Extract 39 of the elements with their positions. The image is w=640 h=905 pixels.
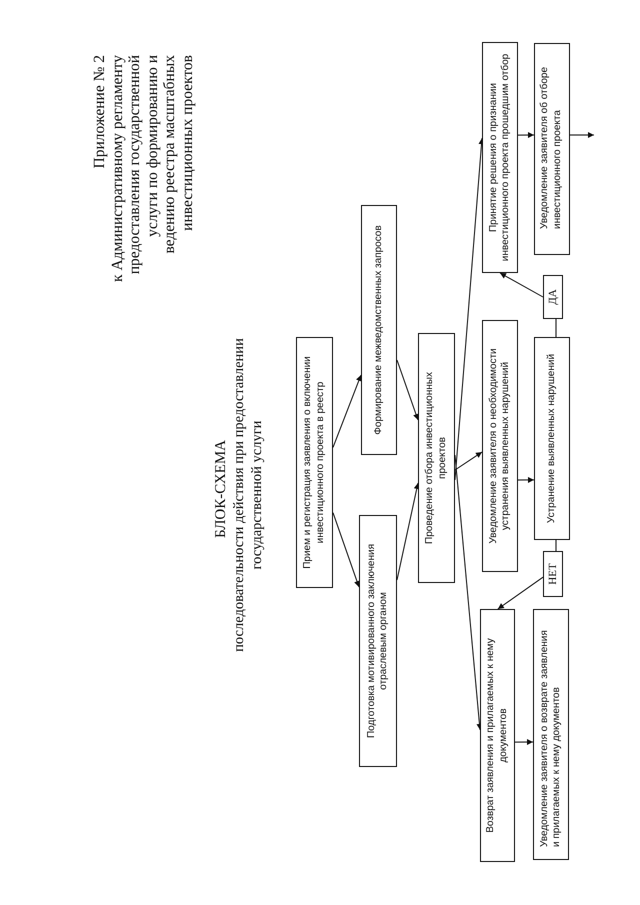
step-text: Уведомление заявителя о необходимости устранения выявленных нарушений [488,347,512,546]
step-text: Принятие решения о признании инвестиционного проекта прошедшим отбор [488,52,512,263]
branch-box [543,551,563,597]
branch-box [543,275,563,319]
step-text: Уведомление заявителя об отборе инвестиционного проекта [539,66,564,229]
process-box [480,609,515,862]
process-box [359,515,397,767]
arrow [514,739,534,746]
branch-text: НЕТ [547,562,559,587]
appendix-note: к Административному регламенту предоставления государственной услуги по формированию и ведению реестра масштабных инвестиционных проектов [108,55,197,284]
arrow [500,272,544,298]
step-text: Уведомление заявителя о возврате заявления и прилагаемых к нему документов [538,629,563,847]
process-box [482,320,518,572]
process-box [361,205,397,455]
arrow [332,374,362,448]
step-text: Формирование межведомственных запросов [372,224,385,437]
arrow [396,482,420,581]
step-text: Проведение отбора инвестиционных проектов [424,371,448,546]
process-box [534,43,570,255]
arrow [570,132,594,138]
process-box [418,333,455,583]
step-text: Возврат заявления и прилагаемых к нему документов [485,637,510,835]
step-text: Устранение выявленных нарушений [546,352,558,526]
process-box [534,337,570,540]
arrow [454,452,482,470]
diagram-title: БЛОК-СХЕМА [212,438,230,540]
arrow [518,476,534,483]
arrow [497,576,544,610]
appendix-number: Приложение № 2 [91,55,109,170]
branch-text: ДА [547,288,559,307]
process-box [296,337,333,588]
step-text: Подготовка мотивированного заключения отраслевым органом [366,543,390,740]
step-text: Прием и регистрация заявления о включении инвестиционного проекта в реестр [302,355,326,571]
process-box [533,609,569,860]
diagram-subtitle: последовательности действия при предоставлении государственной услуги [230,337,266,654]
arrow [396,360,419,420]
arrow [518,132,534,138]
process-box [482,42,518,273]
arrow [332,512,360,588]
